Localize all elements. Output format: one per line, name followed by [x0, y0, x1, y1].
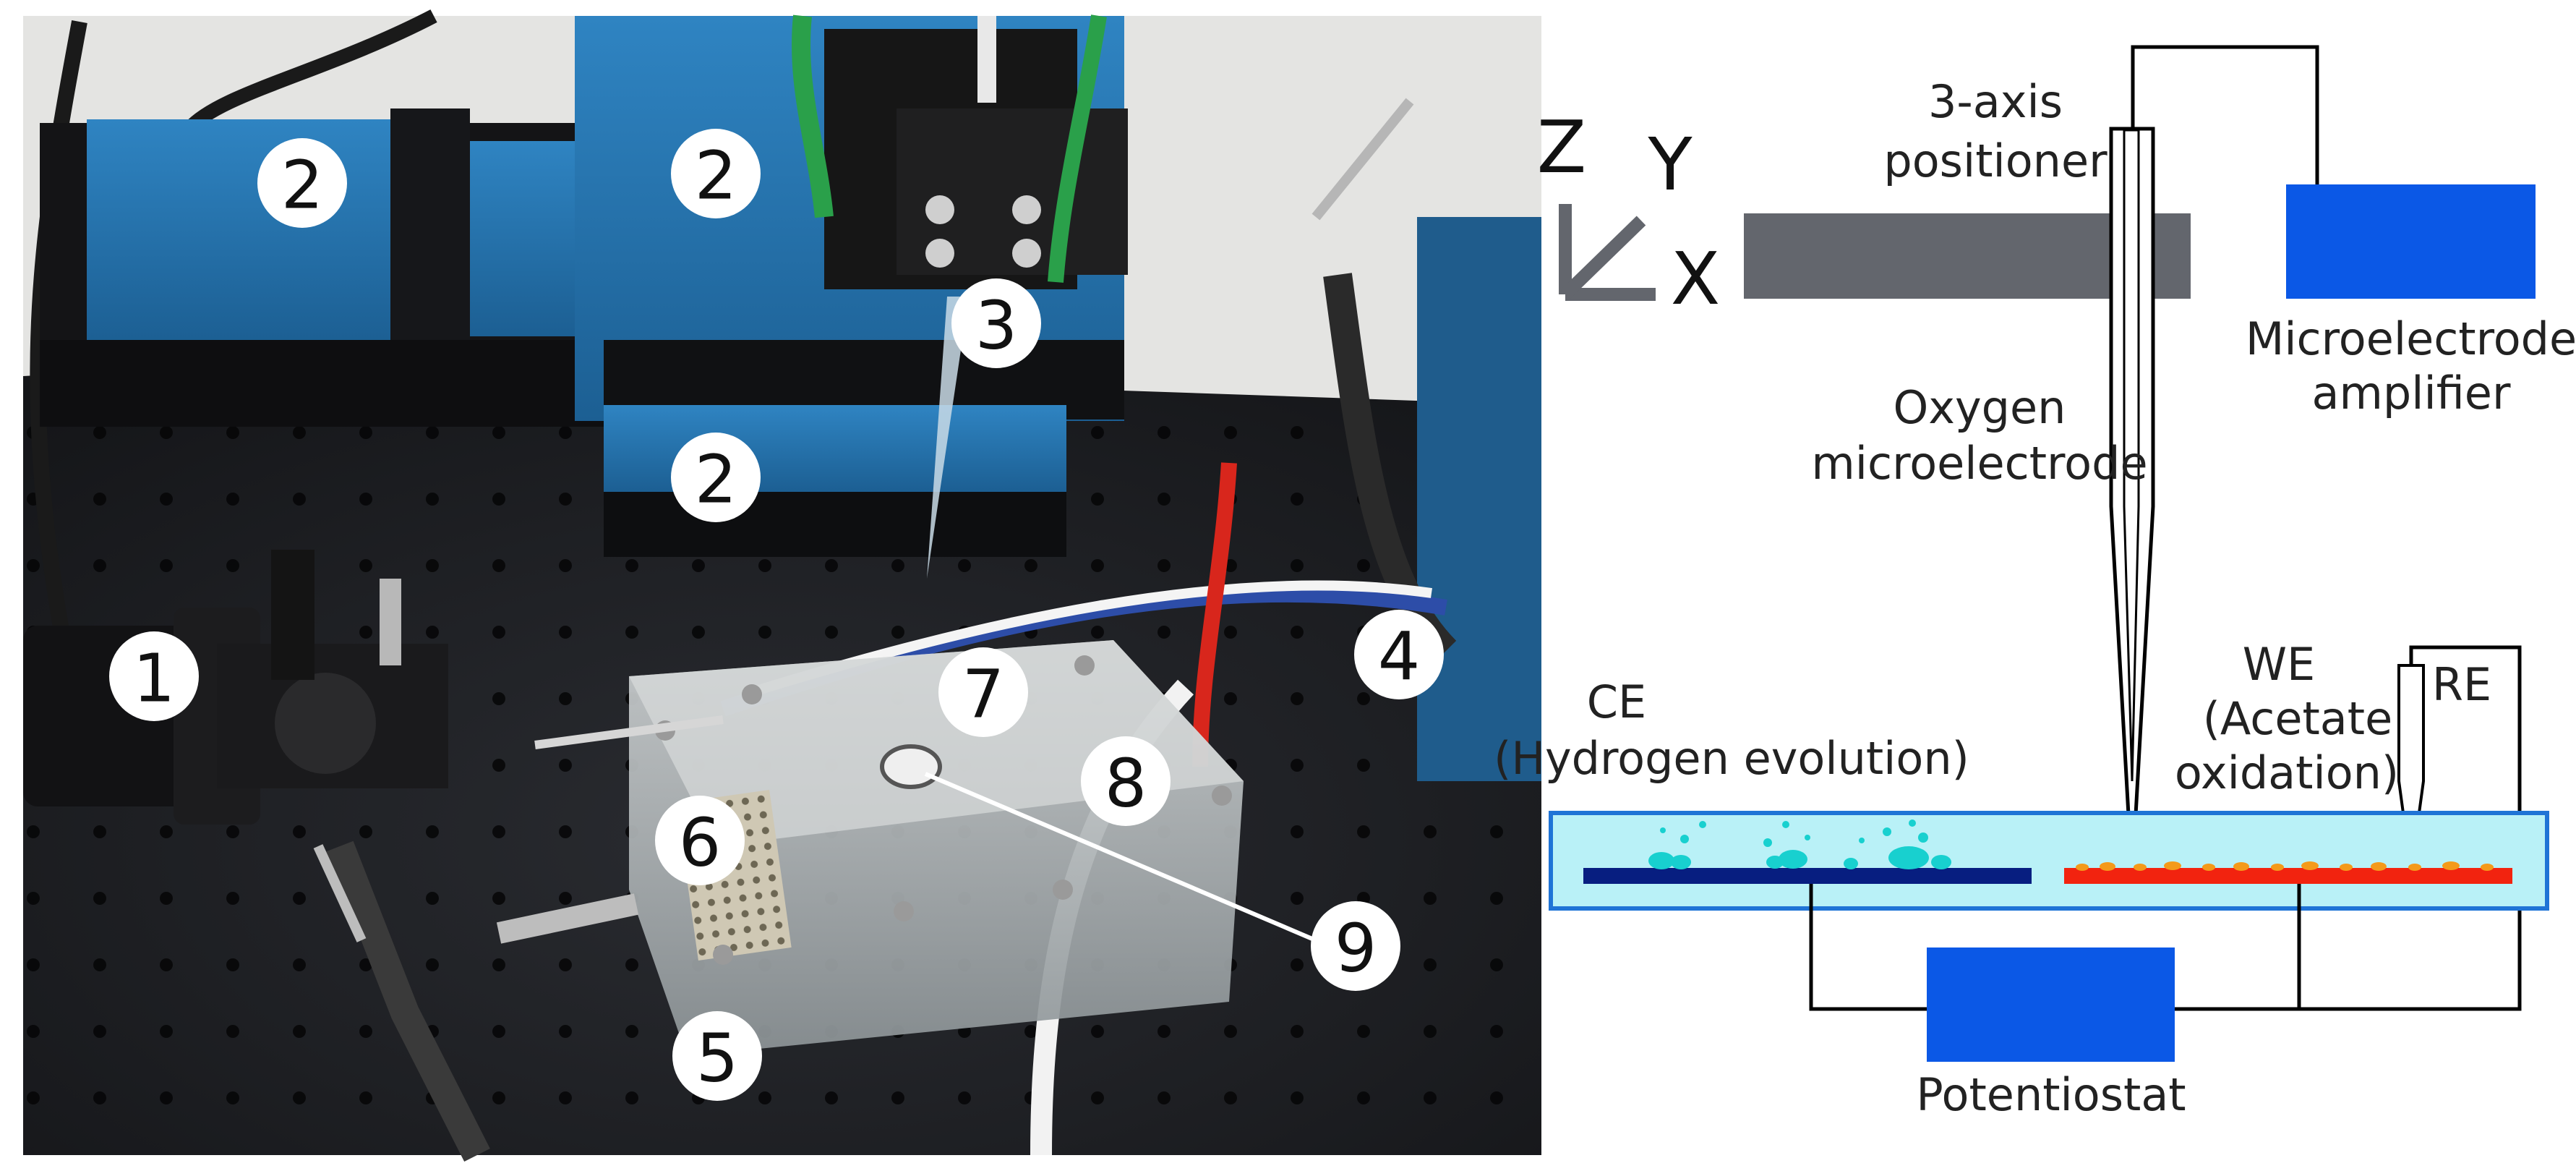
svg-text:2: 2 [281, 147, 324, 224]
we-label-line2: (Acetate [2203, 692, 2393, 745]
svg-text:2: 2 [695, 441, 737, 519]
axis-label-y: Y [1647, 122, 1693, 207]
electrode-holder [792, 14, 1128, 289]
ce-wire [1809, 884, 1927, 1011]
svg-text:5: 5 [696, 1020, 739, 1097]
axis-label-x: X [1671, 237, 1721, 321]
photo-label-2a: 2 [257, 138, 347, 228]
svg-text:9: 9 [1335, 910, 1377, 987]
counter-electrode [1583, 868, 2032, 884]
svg-text:6: 6 [679, 804, 722, 882]
alligator-clip [313, 844, 367, 942]
side-instrument [1417, 217, 1541, 781]
reference-wire [2299, 645, 2522, 1011]
microelectrode-inner [2123, 129, 2140, 782]
positioner-label-line1: 3-axis [1928, 75, 2063, 128]
positioner-label-line2: positioner [1883, 135, 2108, 187]
photo-label-7: 7 [938, 647, 1028, 737]
re-label: RE [2432, 658, 2491, 711]
axis-label-z: Z [1537, 105, 1587, 190]
background-cable [182, 9, 437, 135]
potentiostat-label: Potentiostat [1916, 1068, 2186, 1121]
photo-label-4: 4 [1354, 610, 1444, 699]
ce-label-line1: CE [1587, 676, 1646, 728]
axis-indicator: Z Y X [1537, 105, 1721, 321]
red-cable [1192, 462, 1237, 767]
inlet-tube [496, 893, 639, 944]
photo-label-6: 6 [655, 796, 745, 885]
svg-text:3: 3 [975, 287, 1018, 365]
biofilm-deposits [2076, 861, 2494, 871]
photo-label-2c: 2 [671, 433, 761, 522]
we-wire [2175, 884, 2301, 1011]
amplifier-box [2286, 184, 2536, 299]
working-electrode [2064, 868, 2512, 884]
label-9-leader [924, 772, 1314, 941]
we-label-line1: WE [2243, 638, 2315, 691]
setup-photograph: 1 2 2 2 3 4 5 6 7 8 9 [23, 9, 1541, 1162]
svg-text:2: 2 [695, 137, 737, 215]
svg-text:8: 8 [1105, 745, 1147, 822]
photo-label-5: 5 [672, 1011, 762, 1101]
photo-label-1: 1 [109, 631, 199, 721]
potentiostat-box [1927, 948, 2175, 1062]
glass-microelectrode [927, 297, 969, 579]
svg-text:1: 1 [133, 640, 176, 717]
ce-label-line2: (Hydrogen evolution) [1494, 732, 1969, 785]
we-label-line3: oxidation) [2175, 746, 2399, 799]
svg-text:4: 4 [1378, 618, 1421, 696]
photo-label-3: 3 [951, 278, 1041, 368]
microelectrode-label-line2: microelectrode [1811, 437, 2147, 490]
amplifier-label-line2: amplifier [2312, 367, 2511, 420]
photo-label-8: 8 [1081, 736, 1171, 826]
clip-cable [326, 840, 490, 1162]
alligator-clip [1311, 98, 1414, 221]
setup-schematic: Z Y X 3-axis positioner Microelectrode a… [1494, 45, 2576, 1121]
photo-label-2b: 2 [671, 129, 761, 218]
svg-text:7: 7 [962, 656, 1005, 733]
amplifier-wire [2131, 45, 2319, 184]
amplifier-label-line1: Microelectrode [2246, 312, 2576, 365]
hydrogen-bubbles [1648, 819, 1951, 869]
electrolyte-cell [1549, 811, 2549, 911]
working-electrode [880, 744, 942, 789]
cell-clip [534, 715, 724, 749]
photo-label-9: 9 [1311, 901, 1400, 991]
microelectrode-label-line1: Oxygen [1894, 381, 2066, 434]
